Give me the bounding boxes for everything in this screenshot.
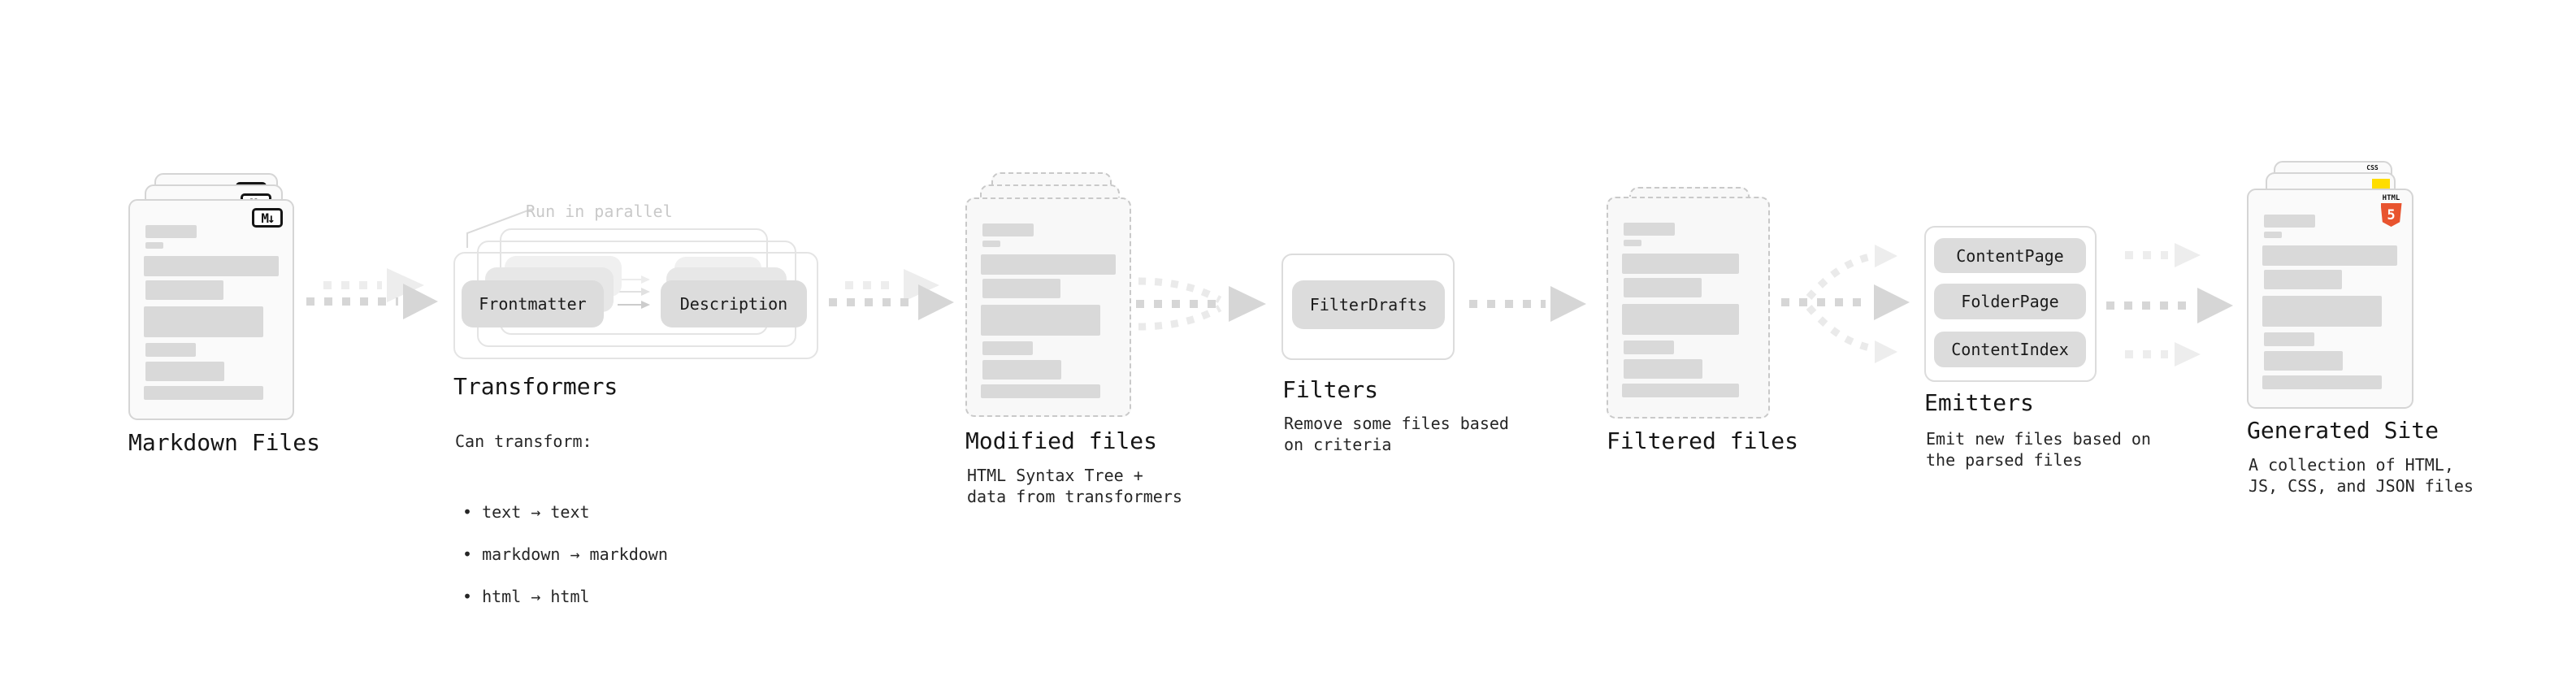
filtered-file-card-front bbox=[1607, 197, 1770, 419]
text-line-placeholder bbox=[982, 223, 1034, 236]
text-line-placeholder bbox=[145, 280, 223, 300]
text-line-placeholder bbox=[981, 305, 1100, 336]
text-line-placeholder bbox=[2264, 270, 2342, 289]
description-pill: Description bbox=[661, 280, 807, 327]
text-line-placeholder bbox=[144, 306, 263, 337]
text-line-placeholder bbox=[1622, 254, 1739, 274]
arrow-markdown-to-transformers bbox=[306, 268, 438, 319]
text-line-placeholder bbox=[2262, 245, 2397, 266]
text-line-placeholder bbox=[1624, 223, 1675, 236]
arrow-modified-to-filters bbox=[1136, 277, 1266, 331]
text-line-placeholder bbox=[982, 360, 1061, 380]
run-in-parallel-leader-line bbox=[466, 208, 533, 248]
text-line-placeholder bbox=[145, 343, 196, 357]
markdown-icon: M↓ bbox=[252, 208, 283, 228]
markdown-file-card-front: M↓ bbox=[128, 199, 294, 420]
run-in-parallel-note: Run in parallel bbox=[526, 202, 673, 221]
arrow-filters-to-filtered bbox=[1469, 286, 1586, 322]
text-line-placeholder bbox=[981, 254, 1116, 275]
text-line-placeholder bbox=[144, 386, 263, 400]
bullet-item: • markdown → markdown bbox=[462, 544, 668, 564]
arrow-transformers-to-modified bbox=[829, 269, 954, 320]
text-line-placeholder bbox=[2264, 215, 2315, 228]
transformer-box-front bbox=[453, 252, 818, 359]
text-line-placeholder bbox=[2262, 296, 2382, 327]
text-line-placeholder bbox=[145, 242, 163, 249]
text-line-placeholder bbox=[145, 225, 197, 238]
generated-site-title: Generated Site bbox=[2247, 417, 2439, 444]
can-transform-label: Can transform: bbox=[455, 432, 592, 451]
text-line-placeholder bbox=[2264, 332, 2314, 346]
text-line-placeholder bbox=[145, 362, 224, 381]
bullet-item: • text → text bbox=[462, 502, 590, 522]
transformers-title: Transformers bbox=[453, 373, 618, 400]
filters-description: Remove some files based on criteria bbox=[1284, 414, 1509, 454]
arrow-filtered-to-emitters bbox=[1781, 245, 1910, 363]
text-line-placeholder bbox=[2262, 375, 2382, 389]
text-line-placeholder bbox=[981, 384, 1100, 398]
folderpage-pill: FolderPage bbox=[1934, 284, 2086, 319]
js-icon bbox=[2372, 179, 2390, 189]
text-line-placeholder bbox=[1624, 340, 1674, 354]
text-line-placeholder bbox=[982, 241, 1000, 247]
markdown-files-title: Markdown Files bbox=[128, 429, 321, 456]
contentpage-pill: ContentPage bbox=[1934, 238, 2086, 273]
contentindex-pill: ContentIndex bbox=[1934, 332, 2086, 367]
filters-title: Filters bbox=[1282, 376, 1379, 403]
transform-bullet-list: • text → text • markdown → markdown • ht… bbox=[455, 480, 668, 628]
frontmatter-pill: Frontmatter bbox=[462, 280, 604, 327]
text-line-placeholder bbox=[1622, 384, 1739, 397]
transformers-description: Can transform: • text → text • markdown … bbox=[455, 410, 668, 649]
text-line-placeholder bbox=[982, 279, 1060, 298]
modified-files-description: HTML Syntax Tree + data from transformer… bbox=[967, 466, 1182, 506]
text-line-placeholder bbox=[1624, 278, 1702, 297]
filterdrafts-pill: FilterDrafts bbox=[1292, 280, 1445, 329]
modified-file-card-front bbox=[965, 197, 1131, 417]
text-line-placeholder bbox=[1624, 359, 1702, 379]
text-line-placeholder bbox=[144, 256, 279, 276]
text-line-placeholder bbox=[2264, 232, 2282, 238]
bullet-item: • html → html bbox=[462, 587, 590, 606]
html5-icon: HTML 5 bbox=[2380, 194, 2402, 227]
text-line-placeholder bbox=[1622, 304, 1739, 335]
modified-files-title: Modified files bbox=[965, 427, 1158, 454]
generated-file-card-html: HTML 5 bbox=[2247, 189, 2413, 409]
transformer-parallel-arrows bbox=[618, 275, 650, 309]
text-line-placeholder bbox=[1624, 240, 1641, 246]
text-line-placeholder bbox=[982, 341, 1033, 355]
generated-site-description: A collection of HTML, JS, CSS, and JSON … bbox=[2249, 455, 2474, 496]
emitters-title: Emitters bbox=[1924, 389, 2034, 416]
arrow-emitters-to-generated bbox=[2106, 243, 2233, 367]
text-line-placeholder bbox=[2264, 351, 2343, 371]
filtered-files-title: Filtered files bbox=[1607, 427, 1799, 454]
emitters-description: Emit new files based on the parsed files bbox=[1926, 429, 2151, 470]
